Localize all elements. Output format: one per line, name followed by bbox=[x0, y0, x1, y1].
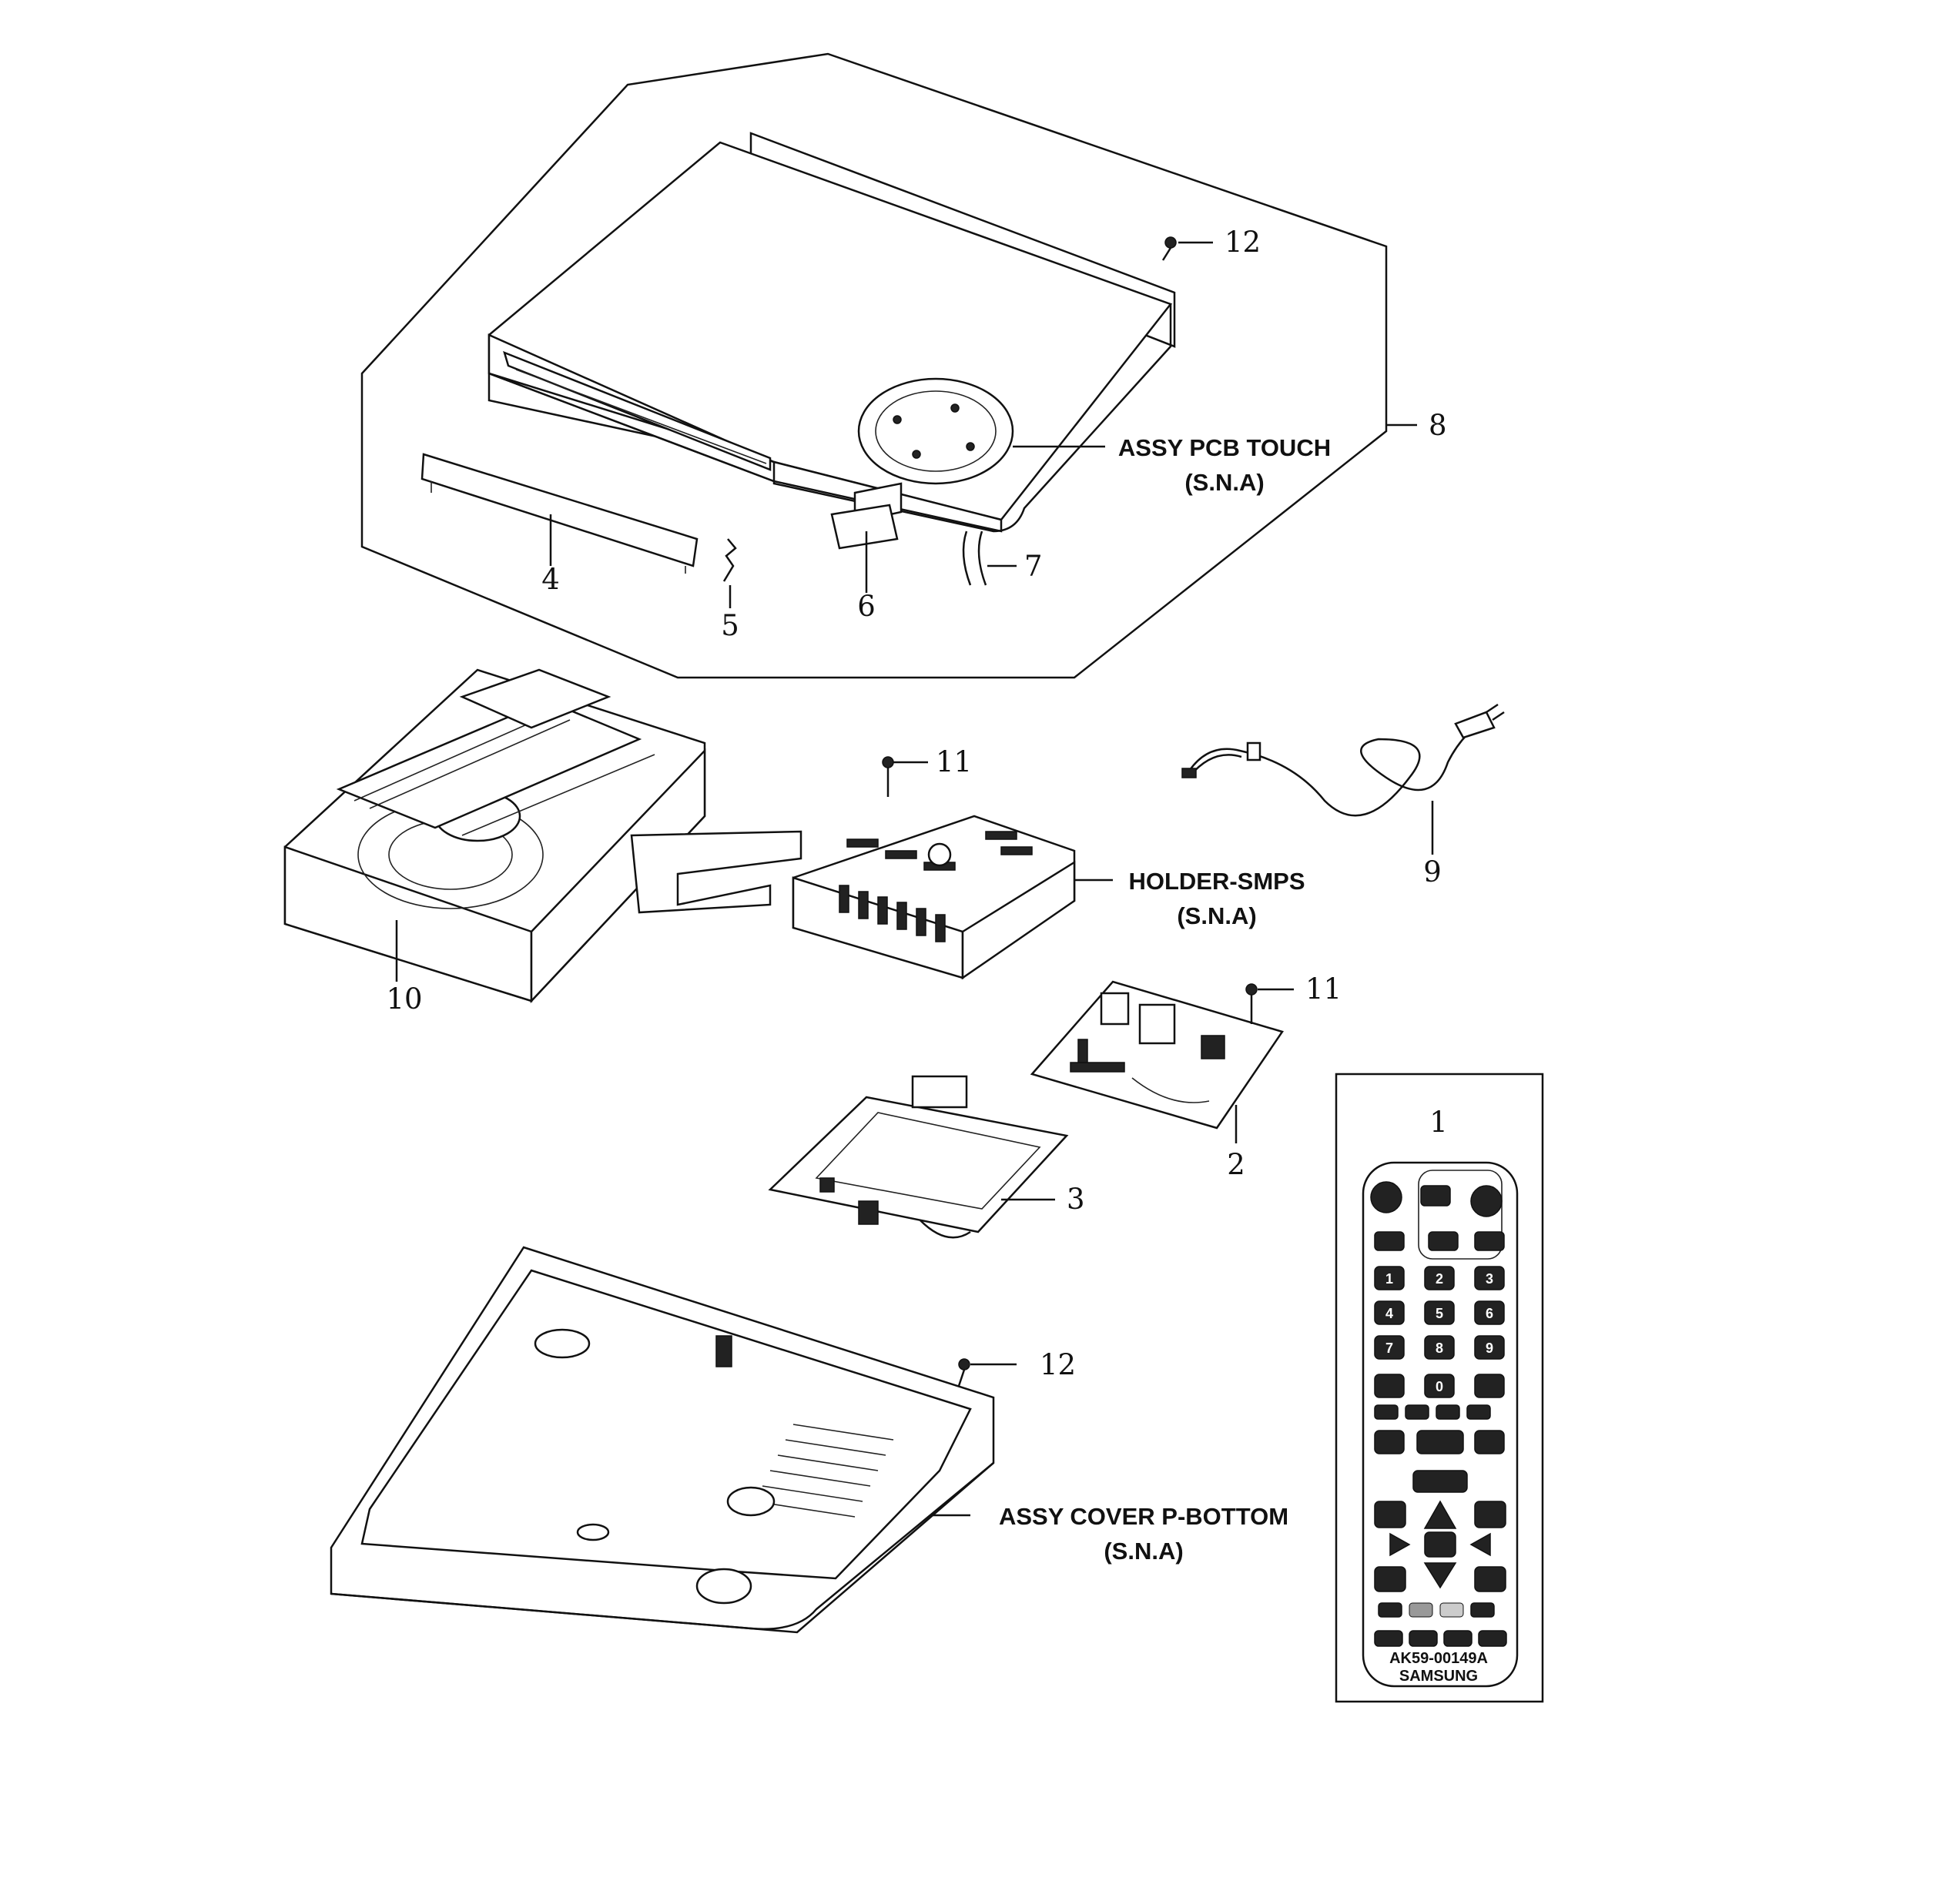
callout-2: 2 bbox=[1227, 1148, 1245, 1181]
part-labels: ASSY PCB TOUCH (S.N.A) HOLDER-SMPS (S.N.… bbox=[999, 434, 1331, 1565]
touch-panel-ring bbox=[857, 377, 1014, 485]
front-trim-4 bbox=[420, 453, 699, 567]
remote-transport-keys bbox=[1374, 1404, 1505, 1493]
callout-6: 6 bbox=[857, 590, 876, 623]
holder-vent-grid bbox=[839, 831, 1033, 942]
screw-11-pcb bbox=[1245, 983, 1258, 1024]
remote-key-6: 6 bbox=[1486, 1306, 1493, 1321]
callout-10: 10 bbox=[386, 982, 422, 1016]
screw-12-bottom bbox=[957, 1358, 970, 1387]
screw-11-holder bbox=[882, 756, 894, 797]
callout-4: 4 bbox=[541, 563, 560, 596]
callout-3: 3 bbox=[1067, 1183, 1085, 1216]
bottom-cover bbox=[330, 1246, 1017, 1634]
screw-12-top bbox=[1161, 236, 1177, 261]
label-cover-bottom-sna: (S.N.A) bbox=[1104, 1538, 1183, 1565]
label-cover-bottom: ASSY COVER P-BOTTOM bbox=[999, 1503, 1288, 1530]
label-holder-smps-sna: (S.N.A) bbox=[1177, 902, 1256, 929]
spring-5 bbox=[722, 538, 737, 582]
power-cord-9 bbox=[1181, 703, 1505, 855]
holder-smps bbox=[792, 756, 1113, 980]
label-pcb-touch: ASSY PCB TOUCH bbox=[1118, 434, 1331, 461]
callout-12-bottom: 12 bbox=[1040, 1348, 1076, 1381]
callout-9: 9 bbox=[1423, 855, 1442, 889]
remote-model-text: AK59-00149A bbox=[1389, 1650, 1488, 1667]
clip-6 bbox=[830, 504, 899, 550]
label-pcb-touch-sna: (S.N.A) bbox=[1184, 469, 1264, 496]
remote-control-1: 1 2 3 4 5 6 7 8 9 0 bbox=[1335, 1073, 1544, 1703]
main-body-top bbox=[487, 141, 1173, 521]
remote-key-9: 9 bbox=[1486, 1340, 1493, 1356]
remote-nav-keys bbox=[1374, 1500, 1507, 1647]
remote-key-4: 4 bbox=[1385, 1306, 1393, 1321]
remote-key-3: 3 bbox=[1486, 1271, 1493, 1287]
callout-8: 8 bbox=[1429, 409, 1447, 442]
remote-key-8: 8 bbox=[1436, 1340, 1443, 1356]
callout-1: 1 bbox=[1429, 1106, 1448, 1139]
remote-frame bbox=[1335, 1073, 1544, 1703]
smps-board-3 bbox=[768, 1075, 1069, 1239]
remote-body bbox=[1362, 1161, 1519, 1688]
remote-key-2: 2 bbox=[1436, 1271, 1443, 1287]
remote-key-5: 5 bbox=[1436, 1306, 1443, 1321]
touch-cable-7 bbox=[962, 530, 972, 586]
assembly-outline-8 bbox=[360, 52, 1388, 679]
top-cover-assembly bbox=[360, 52, 1417, 679]
remote-number-pad: 1 2 3 4 5 6 7 8 9 0 bbox=[1374, 1266, 1505, 1398]
callout-12-top: 12 bbox=[1225, 226, 1261, 259]
main-pcb-2 bbox=[1030, 980, 1294, 1143]
disc-loader-10 bbox=[283, 668, 802, 1004]
remote-key-0: 0 bbox=[1436, 1379, 1443, 1394]
remote-brand-text: SAMSUNG bbox=[1399, 1668, 1478, 1685]
callout-numbers: 1 2 3 4 5 6 7 8 9 10 11 11 12 12 bbox=[386, 226, 1447, 1381]
label-holder-smps: HOLDER-SMPS bbox=[1128, 868, 1305, 895]
callout-11-pcb: 11 bbox=[1305, 972, 1342, 1006]
remote-key-7: 7 bbox=[1385, 1340, 1393, 1356]
callout-11-holder: 11 bbox=[936, 745, 972, 778]
loader-ribbon bbox=[630, 830, 802, 914]
remote-key-1: 1 bbox=[1385, 1271, 1393, 1287]
callout-5: 5 bbox=[721, 609, 739, 642]
callout-7: 7 bbox=[1024, 550, 1043, 583]
